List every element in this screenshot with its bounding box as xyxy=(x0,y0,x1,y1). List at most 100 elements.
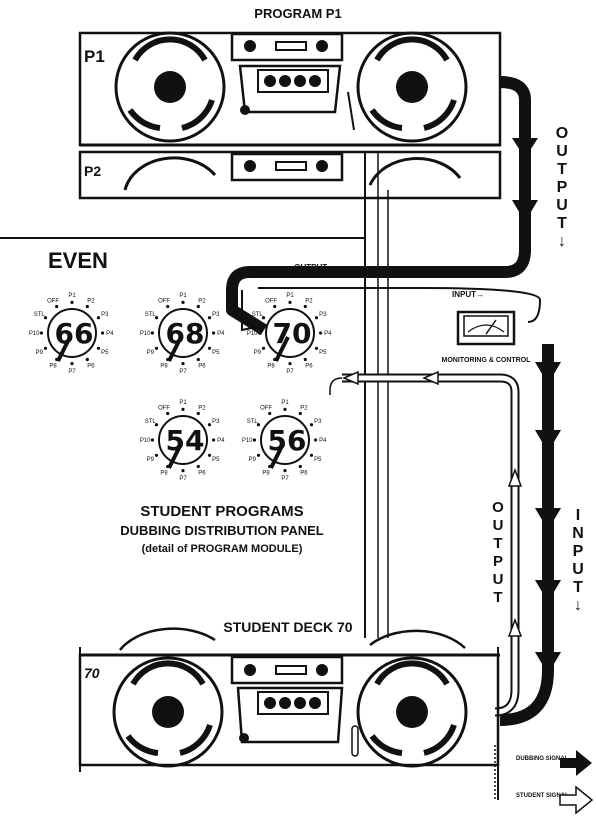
deck-p2-label: P2 xyxy=(84,163,101,179)
dial-position-label: OFF xyxy=(158,298,170,304)
dial-position-dot xyxy=(319,331,323,335)
vertical-letter: T xyxy=(573,579,583,596)
dial-knob[interactable] xyxy=(158,415,208,465)
vertical-letter: N xyxy=(572,525,584,542)
dial-position-dot xyxy=(181,300,185,304)
dial-number: 66 xyxy=(55,317,94,350)
dial-position-dot xyxy=(273,357,277,362)
dial-position-dot xyxy=(261,316,266,320)
vertical-labels: OUTPUT↓INPUT↓OUTPUT xyxy=(492,125,584,614)
dial-position-dot xyxy=(85,304,89,309)
reel-left-student xyxy=(112,656,224,768)
vertical-letter: U xyxy=(556,143,568,160)
dial-pointer xyxy=(167,336,183,362)
dial-position-label: P6 xyxy=(198,471,206,477)
dial-position-label: P1 xyxy=(179,400,187,406)
dial-position-label: P6 xyxy=(87,364,95,370)
dial-position-label: P10 xyxy=(29,331,40,337)
dial-position-dot xyxy=(39,331,44,335)
dial-position-dot xyxy=(181,469,185,473)
dial-position-dot xyxy=(43,346,48,350)
dial-position-dot xyxy=(55,357,59,362)
dial-position-dot xyxy=(150,331,154,335)
dial-knob[interactable] xyxy=(260,415,310,465)
dial-position-dot xyxy=(181,407,185,411)
dial-position-dot xyxy=(268,411,272,416)
dial-position-label: P1 xyxy=(286,293,294,299)
vertical-letter: O xyxy=(492,499,504,516)
dial-position-dot xyxy=(207,346,212,350)
dial-group: 66P1P2P3P4P5P6P7P8P9P10STLOFF68P1P2P3P4P… xyxy=(29,293,332,482)
dial-position-label: P10 xyxy=(242,438,253,444)
dial-position-dot xyxy=(273,304,277,309)
reel-right-p1 xyxy=(356,31,468,143)
dial-position-label: P6 xyxy=(300,471,308,477)
dial-position-dot xyxy=(288,362,292,366)
dial-position-dot xyxy=(314,438,318,442)
dial-position-dot xyxy=(150,438,154,442)
dial-position-label: OFF xyxy=(265,298,277,304)
dial-position-label: STL xyxy=(145,419,157,425)
student-signal-path xyxy=(329,370,523,717)
dial-position-label: P1 xyxy=(281,400,289,406)
dial-position-label: P8 xyxy=(160,471,168,477)
dial-knob[interactable] xyxy=(47,308,97,358)
dial-position-label: P2 xyxy=(198,405,206,411)
dial-pointer xyxy=(56,336,72,362)
dial-position-dot xyxy=(283,407,287,411)
reel-left-p1 xyxy=(114,31,226,143)
vertical-letter: P xyxy=(573,543,584,560)
program-title: PROGRAM P1 xyxy=(254,6,341,21)
dial-position-dot xyxy=(207,423,212,427)
dial-position-dot xyxy=(212,331,216,335)
vertical-letter: T xyxy=(493,589,502,606)
dial-number: 54 xyxy=(166,424,205,457)
dial-position-dot xyxy=(212,438,216,442)
dial-position-label: P8 xyxy=(160,364,168,370)
output-arrow-label: ← OUTPUT xyxy=(284,263,327,272)
dial-position-label: P5 xyxy=(101,350,109,356)
vertical-letter: U xyxy=(572,561,584,578)
dial-position-label: P1 xyxy=(179,293,187,299)
dial-position-label: P7 xyxy=(179,476,187,482)
dial-position-dot xyxy=(303,304,307,309)
dial-position-dot xyxy=(256,423,261,427)
dial-position-label: P6 xyxy=(305,364,313,370)
panel-frame xyxy=(0,152,389,638)
dial-position-dot xyxy=(166,304,170,309)
dial-position-label: P2 xyxy=(87,298,95,304)
dial-position-label: P4 xyxy=(106,331,114,337)
dial-knob[interactable] xyxy=(265,308,315,358)
dial-position-label: P7 xyxy=(179,369,187,375)
dial-position-dot xyxy=(154,423,159,427)
dial-pointer xyxy=(274,336,290,362)
dial-position-label: P3 xyxy=(314,419,322,425)
reel-right-student xyxy=(356,656,468,768)
dial-position-dot xyxy=(268,464,272,469)
panel-subtitle: DUBBING DISTRIBUTION PANEL xyxy=(120,523,323,538)
dial-position-label: P3 xyxy=(212,312,220,318)
dial-position-dot xyxy=(154,316,159,320)
dial-position-label: P6 xyxy=(198,364,206,370)
dial-position-dot xyxy=(261,346,266,350)
dial-position-dot xyxy=(70,362,74,366)
monitoring-unit: MONITORING & CONTROL xyxy=(442,310,531,364)
dial-position-label: P2 xyxy=(300,405,308,411)
legend-dubbing-arrow xyxy=(560,750,592,776)
dial-position-dot xyxy=(314,346,319,350)
dial-position-label: P9 xyxy=(147,350,155,356)
output-vertical-label-top: OUTPUT↓ xyxy=(556,125,568,250)
dial-position-dot xyxy=(256,453,261,457)
vertical-letter: U xyxy=(493,571,504,588)
dial-knob[interactable] xyxy=(158,308,208,358)
dial-number: 56 xyxy=(268,424,307,457)
output-vertical-label-left: OUTPUT xyxy=(492,499,504,606)
dial-position-label: P7 xyxy=(281,476,289,482)
dial-position-dot xyxy=(309,423,314,427)
